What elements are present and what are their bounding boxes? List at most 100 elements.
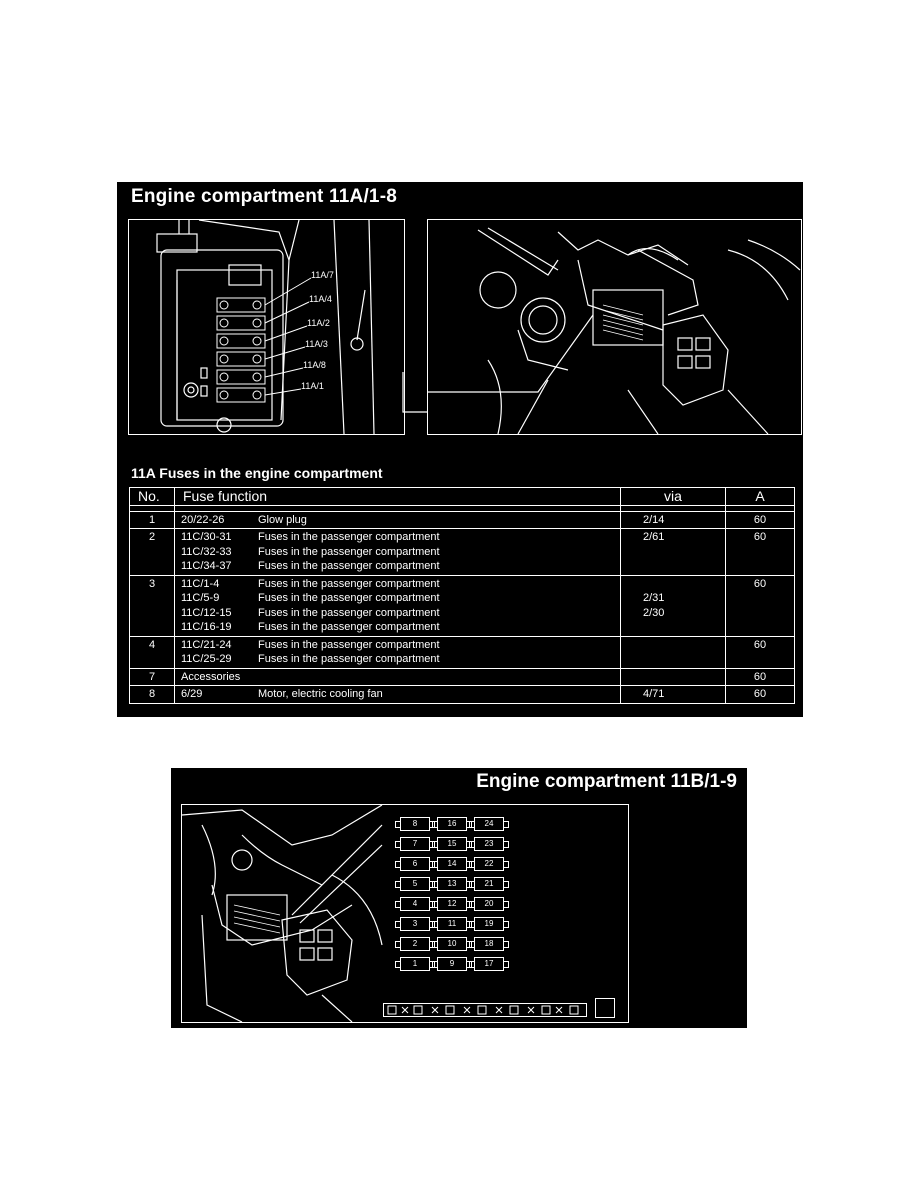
- fuse-holder-strip-illustration: [387, 1005, 579, 1015]
- fuse-box-11b-diagram: 8 7 6 5 4 3 2 1 16 15 14 13 12 11 10 9 2…: [181, 804, 629, 1023]
- fuse-code: 11C/12-15: [181, 606, 232, 619]
- row-function: 6/29 Motor, electric cooling fan: [174, 685, 621, 704]
- via-value: 2/14: [643, 513, 665, 526]
- fuse-code: 11C/1-4: [181, 577, 220, 590]
- fuse-slot: 23: [469, 837, 509, 851]
- zoom-connector-line: [402, 372, 431, 413]
- fuse-holder-strip: [383, 1003, 587, 1017]
- fuse-slot: 1: [395, 957, 435, 971]
- fuse-slot: 20: [469, 897, 509, 911]
- fuse-code: 11C/25-29: [181, 653, 232, 665]
- fuse-description: Fuses in the passenger compartment: [258, 638, 440, 651]
- fuse-description: Fuses in the passenger compartment: [258, 606, 440, 619]
- fuse-code: 11C/21-24: [181, 638, 232, 651]
- fuse-slot: 18: [469, 937, 509, 951]
- fuse-description: Fuses in the passenger compartment: [258, 577, 440, 590]
- fuse-code: 20/22-26: [181, 513, 225, 526]
- fuse-slot: 15: [432, 837, 472, 851]
- table-row: 8 6/29 Motor, electric cooling fan 4/71 6…: [129, 685, 795, 704]
- fuse-table-title: 11A Fuses in the engine compartment: [131, 465, 383, 481]
- row-amps: 60: [725, 574, 795, 637]
- via-value: 4/71: [643, 688, 665, 700]
- engine-compartment-11b-panel: Engine compartment 11B/1-9: [171, 768, 747, 1028]
- row-via: 2/31 2/30: [620, 574, 726, 637]
- fuse-slot: 19: [469, 917, 509, 931]
- fuse-slot: 5: [395, 877, 435, 891]
- fuse-slot: 4: [395, 897, 435, 911]
- fuse-slot: 13: [432, 877, 472, 891]
- callout-11a-7: 11A/7: [311, 270, 334, 280]
- fuse-box-closeup-illustration: 11A/7 11A/4 11A/2 11A/3 11A/8 11A/1: [156, 220, 375, 434]
- row-function: 20/22-26 Glow plug: [174, 510, 621, 529]
- fuse-slot: 2: [395, 937, 435, 951]
- fuse-description: Motor, electric cooling fan: [258, 688, 383, 700]
- fuse-code: 11C/32-33: [181, 545, 232, 558]
- row-no: 8: [129, 685, 175, 704]
- row-amps: 60: [725, 528, 795, 576]
- fuse-slot: 17: [469, 957, 509, 971]
- callout-11a-4: 11A/4: [309, 294, 332, 304]
- fuse-slot: 8: [395, 817, 435, 831]
- fuse-slot: 11: [432, 917, 472, 931]
- fuse-code: Accessories: [181, 670, 241, 683]
- fuse-description: Fuses in the passenger compartment: [258, 592, 440, 604]
- fuse-code: 6/29: [181, 688, 203, 700]
- fuse-code: 11C/16-19: [181, 621, 232, 633]
- fuse-slot: 3: [395, 917, 435, 931]
- engine-bay-11b-illustration: [182, 805, 383, 1022]
- row-via: 4/71: [620, 685, 726, 704]
- fuse-slot: 7: [395, 837, 435, 851]
- section-a-title: Engine compartment 11A/1-8: [131, 186, 397, 207]
- row-amps: 60: [725, 685, 795, 704]
- via-value: 2/30: [643, 606, 665, 619]
- row-no: 1: [129, 510, 175, 529]
- engine-bay-location-diagram: [427, 219, 802, 435]
- via-value: 2/61: [643, 531, 665, 543]
- fuse-code: 11C/5-9: [181, 592, 220, 604]
- fuse-description: Fuses in the passenger compartment: [258, 560, 440, 572]
- engine-compartment-11a-panel: Engine compartment 11A/1-8: [117, 182, 803, 717]
- fuse-description: Glow plug: [258, 513, 307, 526]
- row-no: 3: [129, 574, 175, 637]
- fuse-box-closeup-diagram: 11A/7 11A/4 11A/2 11A/3 11A/8 11A/1: [128, 219, 405, 435]
- header-via: via: [620, 487, 726, 506]
- fuse-code: 11C/30-31: [181, 531, 232, 543]
- fuse-slot: 10: [432, 937, 472, 951]
- fuse-slot: 12: [432, 897, 472, 911]
- table-row: 1 20/22-26 Glow plug 2/14 60: [129, 510, 795, 529]
- fuse-slot: 24: [469, 817, 509, 831]
- via-value: 2/31: [643, 592, 665, 604]
- fuse-table: No. Fuse function via A 1 20/22-26 Glow p…: [129, 487, 795, 704]
- row-via: 2/14: [620, 510, 726, 529]
- fuse-slot: 9: [432, 957, 472, 971]
- row-no: 7: [129, 667, 175, 686]
- row-no: 2: [129, 528, 175, 576]
- fuse-slot: 14: [432, 857, 472, 871]
- header-no: No.: [129, 487, 175, 506]
- fuse-description: Fuses in the passenger compartment: [258, 545, 440, 558]
- fuse-slot: 21: [469, 877, 509, 891]
- row-via: [620, 667, 726, 686]
- row-via: [620, 635, 726, 669]
- fuse-table-header: No. Fuse function via A: [129, 487, 795, 506]
- row-no: 4: [129, 635, 175, 669]
- section-b-title: Engine compartment 11B/1-9: [476, 771, 737, 792]
- fuse-description: Fuses in the passenger compartment: [258, 531, 440, 543]
- callout-11a-2: 11A/2: [307, 318, 330, 328]
- callout-11a-3: 11A/3: [305, 339, 328, 349]
- row-amps: 60: [725, 667, 795, 686]
- relay-socket: [595, 998, 615, 1018]
- callout-11a-8: 11A/8: [303, 360, 326, 370]
- fuse-slot: 16: [432, 817, 472, 831]
- fuse-description: Fuses in the passenger compartment: [258, 653, 440, 665]
- table-row: 7 Accessories 60: [129, 667, 795, 686]
- callout-11a-1: 11A/1: [301, 381, 324, 391]
- row-amps: 60: [725, 635, 795, 669]
- row-amps: 60: [725, 510, 795, 529]
